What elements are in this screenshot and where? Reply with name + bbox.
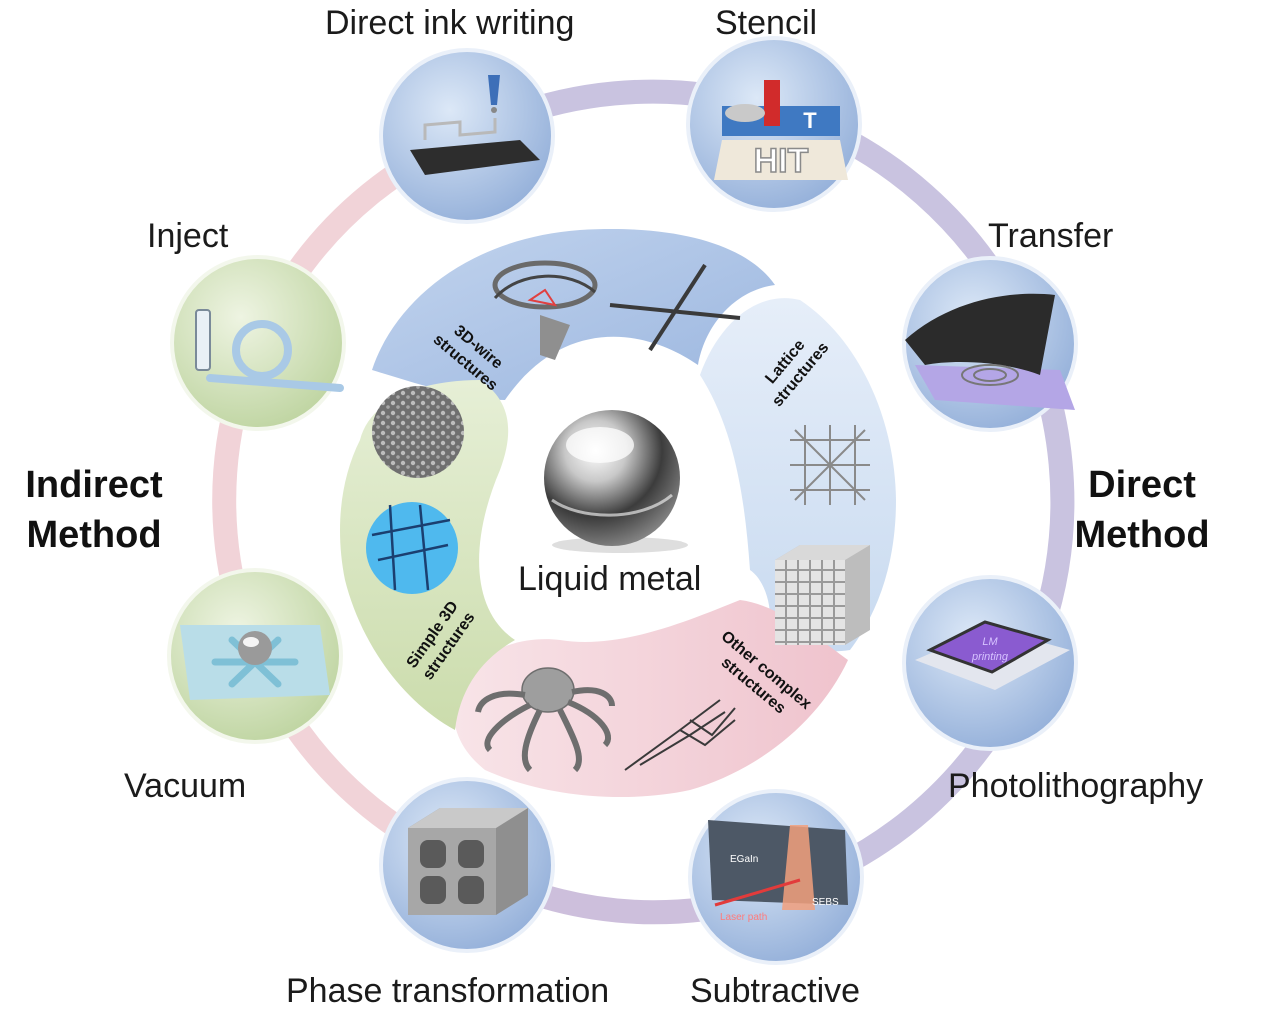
- microstructure-image: [372, 386, 464, 478]
- petal-3d-wire-structures: [372, 229, 775, 400]
- chip-label-line1: LM: [982, 636, 998, 648]
- node-vacuum: [167, 568, 343, 744]
- label-phase-transformation: Phase transformation: [286, 972, 610, 1010]
- petal-other-complex-structures: [453, 600, 848, 798]
- subtractive-label-b: Laser path: [720, 912, 767, 923]
- label-direct-ink-writing: Direct ink writing: [325, 4, 575, 42]
- liquid-metal-sphere: [544, 410, 688, 553]
- node-phase-transformation: [379, 777, 555, 953]
- lattice-wire-image: [790, 425, 870, 505]
- label-photolithography: Photolithography: [948, 767, 1204, 805]
- center-label: Liquid metal: [518, 560, 702, 598]
- nozzle-icon: [491, 107, 497, 113]
- label-subtractive: Subtractive: [690, 972, 861, 1010]
- node-direct-ink-writing: [379, 48, 555, 224]
- wire-cross-image: [609, 263, 741, 352]
- subtractive-label-c: SEBS: [812, 897, 839, 908]
- octopus-image: [475, 667, 615, 773]
- node-subtractive: EGaIn Laser path SEBS: [688, 789, 864, 965]
- chip-label-line2: printing: [971, 651, 1009, 663]
- lattice-cube-image: [775, 545, 870, 645]
- label-inject: Inject: [147, 217, 229, 255]
- subtractive-label-a: EGaIn: [730, 854, 758, 865]
- group-direct-method: Direct Method: [1052, 460, 1232, 560]
- node-stencil: HIT T: [686, 36, 862, 212]
- stencil-tab: T: [803, 108, 817, 133]
- node-transfer: [902, 256, 1078, 432]
- label-vacuum: Vacuum: [124, 767, 247, 805]
- label-stencil: Stencil: [715, 4, 818, 42]
- syringe-icon: [195, 309, 211, 371]
- group-direct-line2: Method: [1074, 514, 1210, 556]
- label-transfer: Transfer: [988, 217, 1114, 255]
- group-indirect-line1: Indirect: [25, 464, 163, 506]
- node-photolithography: LM printing: [902, 575, 1078, 751]
- complex-wire-image: [624, 699, 736, 771]
- node-inject: [170, 255, 346, 431]
- blue-grid-image: [366, 502, 458, 594]
- stencil-letters: HIT: [754, 142, 809, 180]
- group-indirect-line2: Method: [26, 514, 162, 556]
- wire-knot-image: [492, 260, 598, 360]
- group-direct-line1: Direct: [1088, 464, 1196, 506]
- group-indirect-method: Indirect Method: [4, 460, 184, 560]
